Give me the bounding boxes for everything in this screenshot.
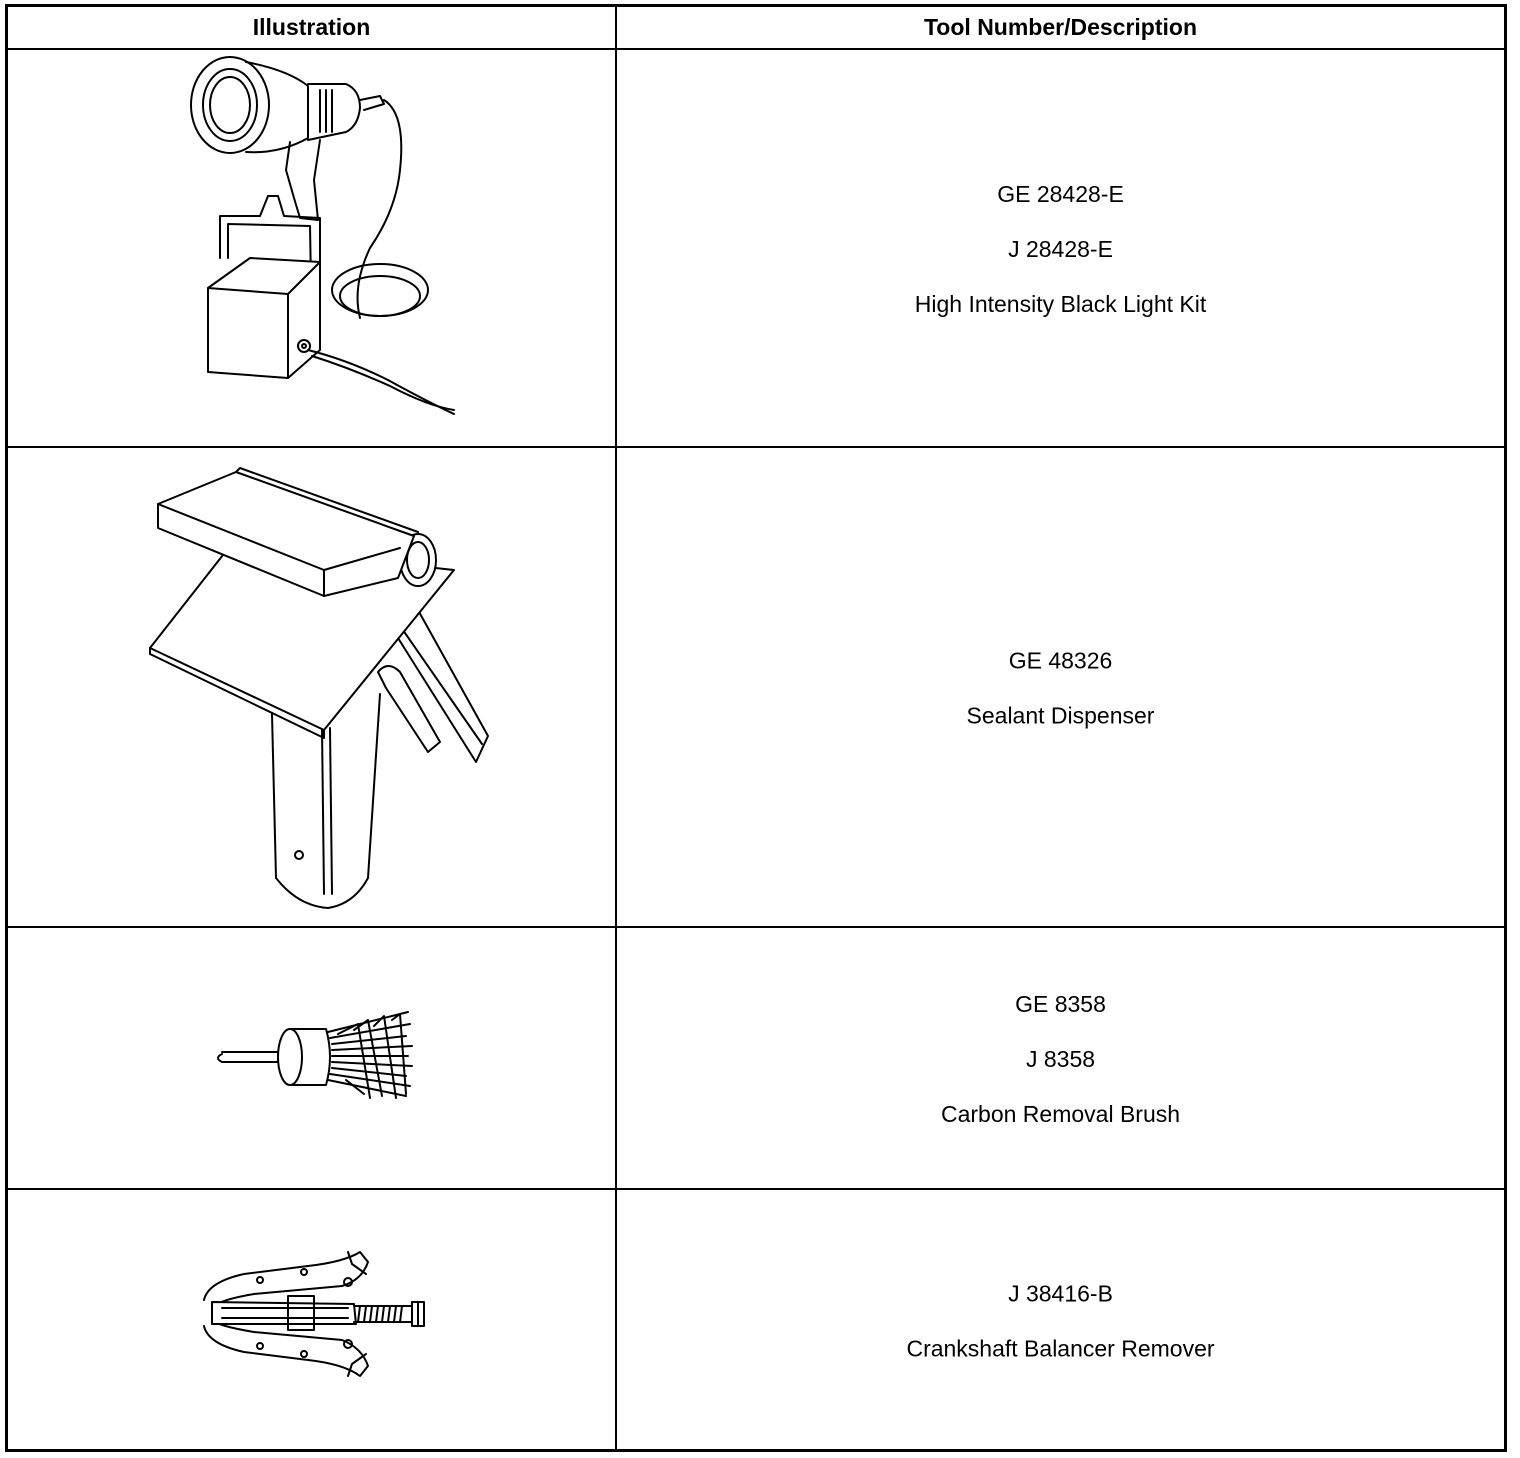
table-header-row: Illustration Tool Number/Description	[8, 7, 1504, 48]
table-row-black-light-kit: GE 28428-E J 28428-E High Intensity Blac…	[8, 48, 1504, 448]
special-tools-table: Illustration Tool Number/Description	[5, 4, 1507, 1452]
illustration-cell	[8, 50, 617, 448]
tool-name: High Intensity Black Light Kit	[914, 291, 1207, 317]
tool-name: Crankshaft Balancer Remover	[906, 1335, 1215, 1361]
carbon-removal-brush-illustration	[8, 928, 615, 1190]
tool-number: GE 28428-E	[997, 181, 1124, 207]
crankshaft-balancer-remover-illustration	[8, 1190, 615, 1451]
description-cell: J 38416-B Crankshaft Balancer Remover	[617, 1190, 1504, 1451]
description-column-header: Tool Number/Description	[923, 14, 1198, 40]
tool-description: GE 28428-E J 28428-E High Intensity Blac…	[617, 178, 1504, 320]
tool-number: J 38416-B	[1008, 1280, 1113, 1306]
table-row-sealant-dispenser: GE 48326 Sealant Dispenser	[8, 446, 1504, 928]
tool-number: J 28428-E	[1008, 236, 1113, 262]
table-row-carbon-removal-brush: GE 8358 J 8358 Carbon Removal Brush	[8, 926, 1504, 1190]
tool-name: Carbon Removal Brush	[940, 1101, 1181, 1127]
tool-number: GE 48326	[1008, 647, 1113, 674]
tool-description: J 38416-B Crankshaft Balancer Remover	[617, 1277, 1504, 1364]
tool-number: J 8358	[1025, 1046, 1096, 1072]
table-row-crankshaft-balancer-remover: J 38416-B Crankshaft Balancer Remover	[8, 1188, 1504, 1451]
illustration-cell	[8, 1190, 617, 1451]
illustration-cell	[8, 928, 617, 1190]
illustration-column-header: Illustration	[8, 7, 617, 48]
illustration-cell	[8, 448, 617, 928]
tool-description: GE 8358 J 8358 Carbon Removal Brush	[617, 988, 1504, 1130]
description-cell: GE 48326 Sealant Dispenser	[617, 448, 1504, 928]
sealant-dispenser-illustration	[8, 448, 615, 928]
tool-number: GE 8358	[1015, 991, 1106, 1017]
tool-description: GE 48326 Sealant Dispenser	[617, 645, 1504, 732]
tool-name: Sealant Dispenser	[966, 702, 1155, 729]
black-light-kit-illustration	[8, 50, 615, 448]
description-cell: GE 8358 J 8358 Carbon Removal Brush	[617, 928, 1504, 1190]
description-cell: GE 28428-E J 28428-E High Intensity Blac…	[617, 50, 1504, 448]
